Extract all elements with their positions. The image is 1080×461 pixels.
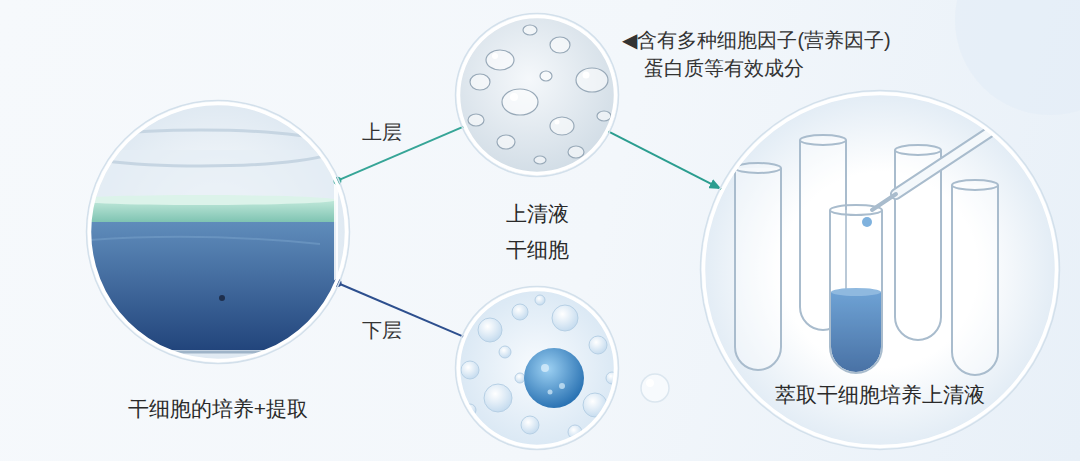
circle-shadow xyxy=(456,14,619,177)
circle-border xyxy=(459,17,616,174)
circle-outline xyxy=(457,288,617,448)
edge-label: 上层 xyxy=(362,120,402,144)
node-caption: 干细胞 xyxy=(506,237,569,262)
stem-cell-circle: 干细胞 xyxy=(457,288,617,448)
circle-border xyxy=(704,94,1057,447)
dish-circle: 干细胞的培养+提取 xyxy=(88,102,348,362)
extract-circle: 萃取干细胞培养上清液 xyxy=(702,92,1058,448)
node-caption: 萃取干细胞培养上清液 xyxy=(775,382,985,407)
circle-outline xyxy=(88,102,348,362)
circle-shadow xyxy=(701,91,1060,450)
node-caption: 上清液 xyxy=(506,201,569,226)
circle-shadow xyxy=(456,287,619,450)
connector-line xyxy=(608,131,721,189)
supernatant-circle: 上清液 xyxy=(457,15,617,175)
circle-shadow xyxy=(87,101,350,364)
node-caption: 干细胞的培养+提取 xyxy=(128,396,308,421)
edge-label: 下层 xyxy=(362,318,402,342)
circle-border xyxy=(90,104,347,361)
circle-outline xyxy=(457,15,617,175)
annotation-note: ◀含有多种细胞因子(营养因子) 蛋白质等有效成分 xyxy=(622,26,944,82)
circle-border xyxy=(459,290,616,447)
